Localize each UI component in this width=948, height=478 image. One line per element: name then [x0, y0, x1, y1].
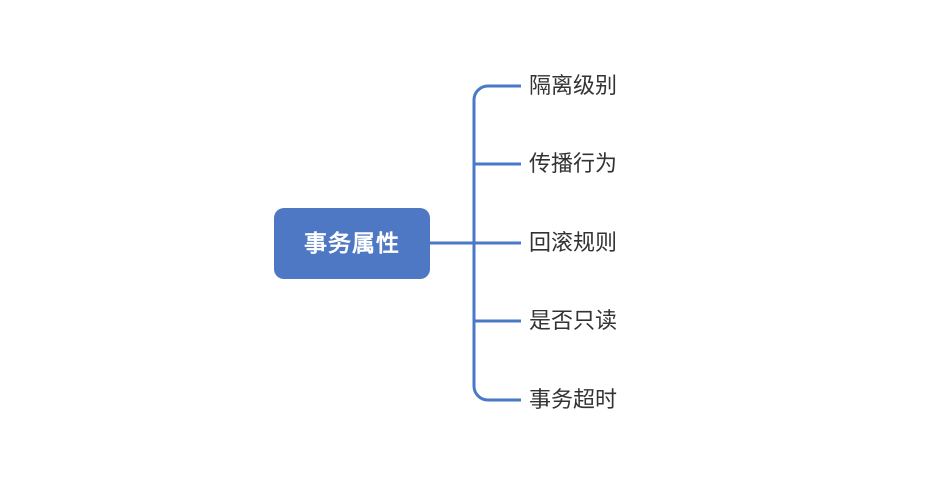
connector-branch-1 — [472, 84, 521, 101]
branch-node-propagation-behavior[interactable]: 传播行为 — [529, 151, 618, 176]
connector-branch-5 — [472, 385, 521, 402]
root-node-label: 事务属性 — [304, 230, 400, 256]
branch-node-isolation-level[interactable]: 隔离级别 — [529, 73, 618, 98]
branch-node-rollback-rules[interactable]: 回滚规则 — [529, 230, 618, 255]
branch-node-read-only[interactable]: 是否只读 — [529, 308, 618, 333]
root-node[interactable]: 事务属性 — [274, 208, 430, 279]
branch-node-transaction-timeout[interactable]: 事务超时 — [529, 387, 618, 412]
